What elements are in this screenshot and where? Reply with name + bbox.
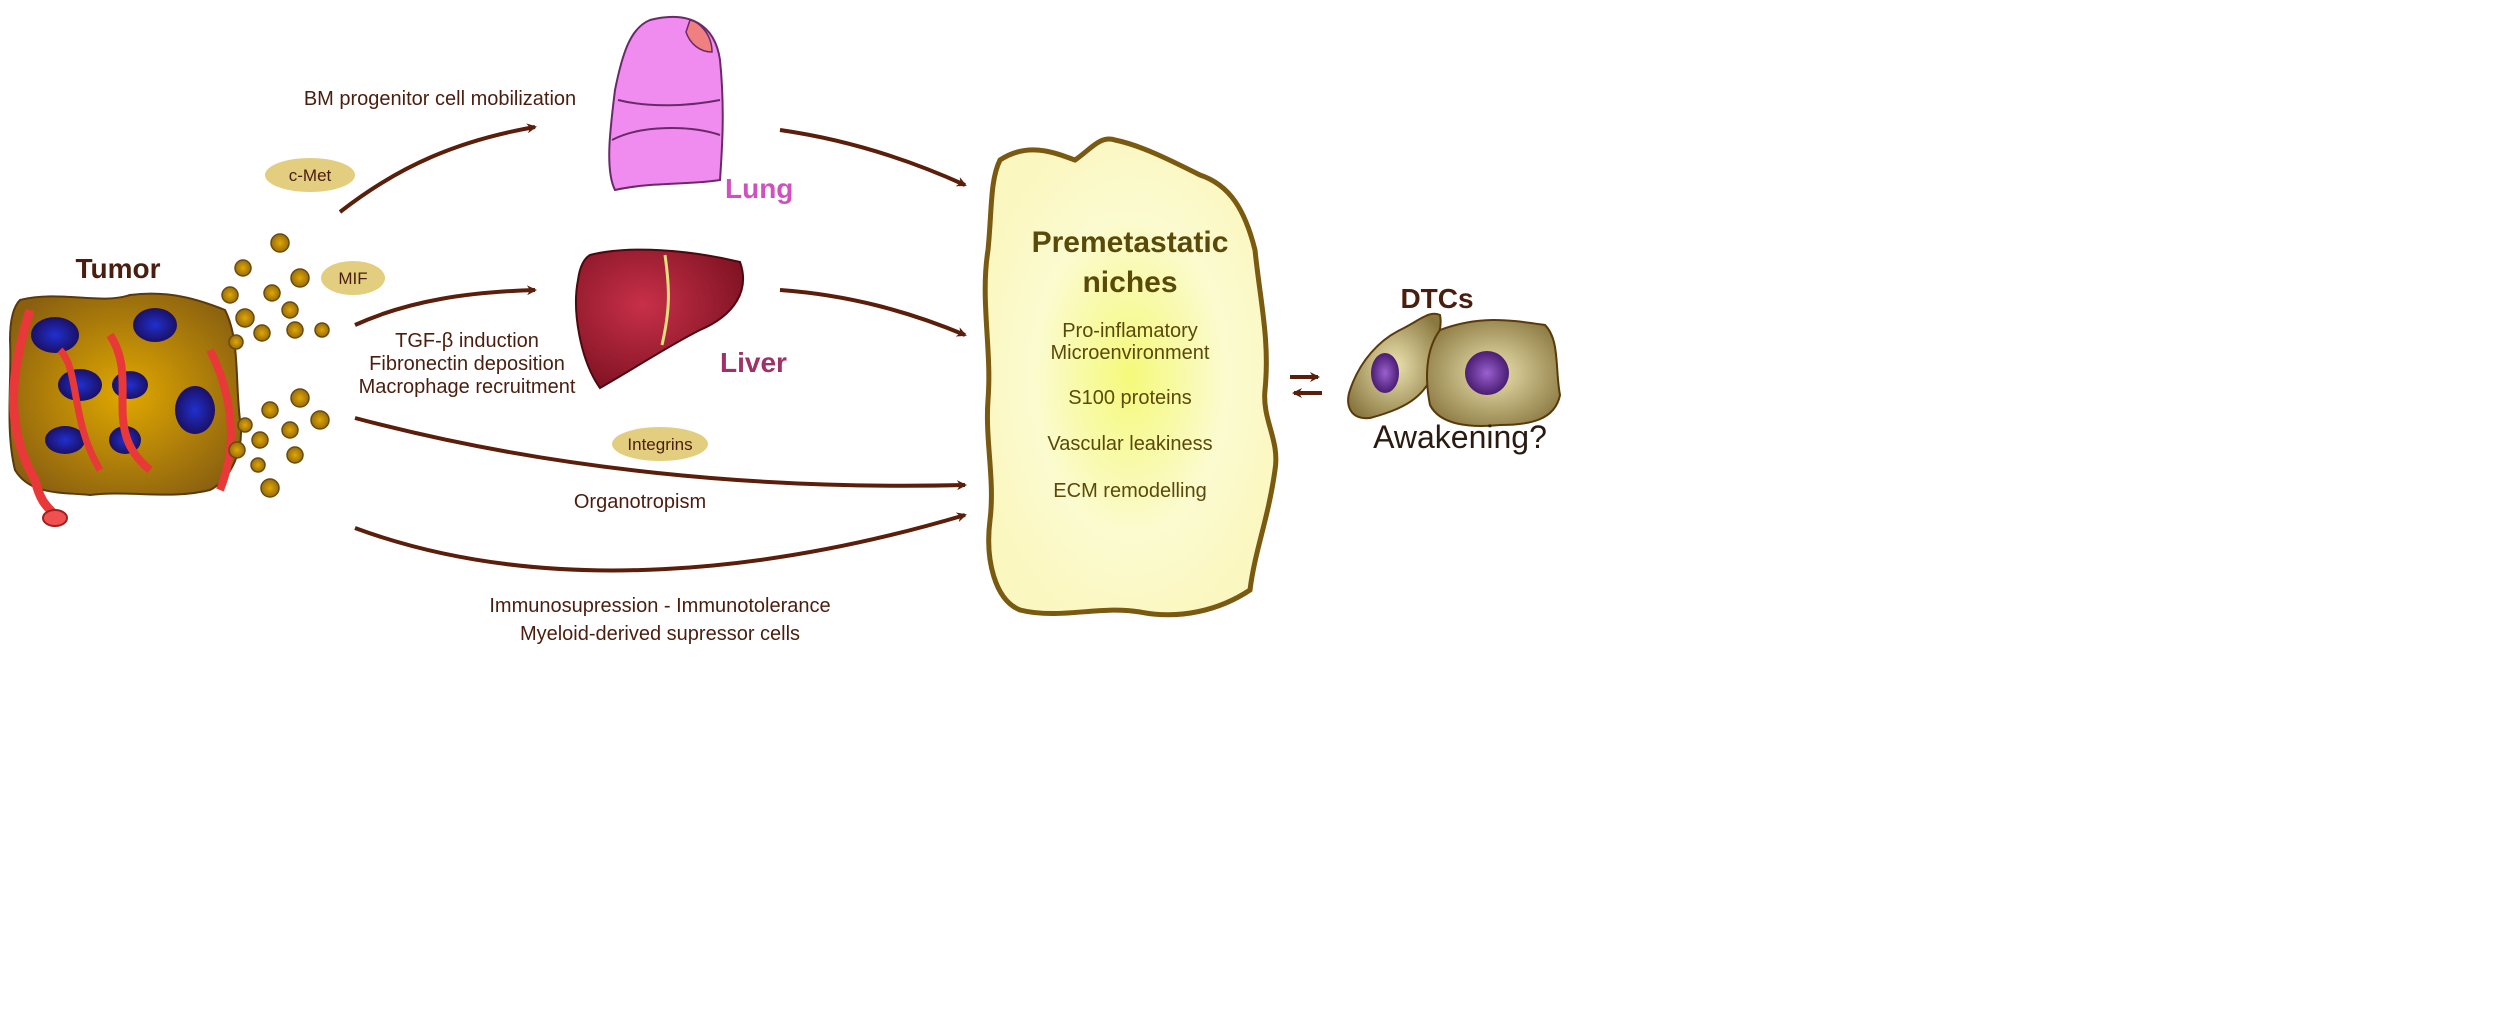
mif-badge: MIF bbox=[321, 261, 385, 295]
dtc-cells-illustration bbox=[1347, 312, 1562, 427]
mif-label: MIF bbox=[338, 269, 367, 288]
cmet-label: c-Met bbox=[289, 166, 332, 185]
arrow-tumor-to-lung bbox=[338, 123, 537, 214]
arrow-immunosuppression bbox=[354, 512, 967, 573]
lung-label: Lung bbox=[725, 173, 793, 204]
niche-item-s100: S100 proteins bbox=[1068, 387, 1191, 409]
lung-illustration bbox=[608, 15, 724, 192]
arrow-liver-to-niche bbox=[779, 288, 967, 337]
arrow-lung-to-niche bbox=[779, 128, 967, 187]
circulating-tumor-cells bbox=[221, 233, 330, 498]
liver-illustration bbox=[575, 248, 745, 390]
mdsc-label: Myeloid-derived supressor cells bbox=[520, 623, 800, 645]
niche-title-line1: Premetastatic bbox=[1032, 226, 1229, 259]
fibronectin-label: Fibronectin deposition bbox=[369, 353, 565, 375]
arrow-organotropism bbox=[354, 416, 967, 491]
tumor-mass-illustration bbox=[8, 292, 242, 527]
niche-item-vascular: Vascular leakiness bbox=[1047, 433, 1212, 455]
niche-title-line2: niches bbox=[1082, 266, 1177, 299]
niche-item-proinflammatory: Pro-inflamatory bbox=[1062, 320, 1198, 342]
premetastatic-niche bbox=[982, 136, 1279, 618]
dtcs-label: DTCs bbox=[1400, 283, 1473, 314]
tumor-label: Tumor bbox=[75, 253, 160, 284]
equilibrium-arrows-icon bbox=[1290, 372, 1322, 398]
integrins-badge: Integrins bbox=[612, 427, 708, 461]
tgf-beta-label: TGF-β induction bbox=[395, 330, 539, 352]
immunosuppression-label: Immunosupression - Immunotolerance bbox=[489, 595, 830, 617]
awakening-label: Awakening? bbox=[1373, 419, 1547, 455]
integrins-label: Integrins bbox=[627, 435, 692, 454]
organotropism-label: Organotropism bbox=[574, 491, 706, 513]
liver-label: Liver bbox=[720, 347, 787, 378]
bm-mobilization-label: BM progenitor cell mobilization bbox=[304, 88, 576, 110]
macrophage-label: Macrophage recruitment bbox=[359, 376, 576, 398]
niche-item-ecm: ECM remodelling bbox=[1053, 480, 1206, 502]
cmet-badge: c-Met bbox=[265, 158, 355, 192]
niche-item-microenvironment: Microenvironment bbox=[1051, 342, 1210, 364]
arrow-tumor-to-liver bbox=[354, 285, 537, 327]
